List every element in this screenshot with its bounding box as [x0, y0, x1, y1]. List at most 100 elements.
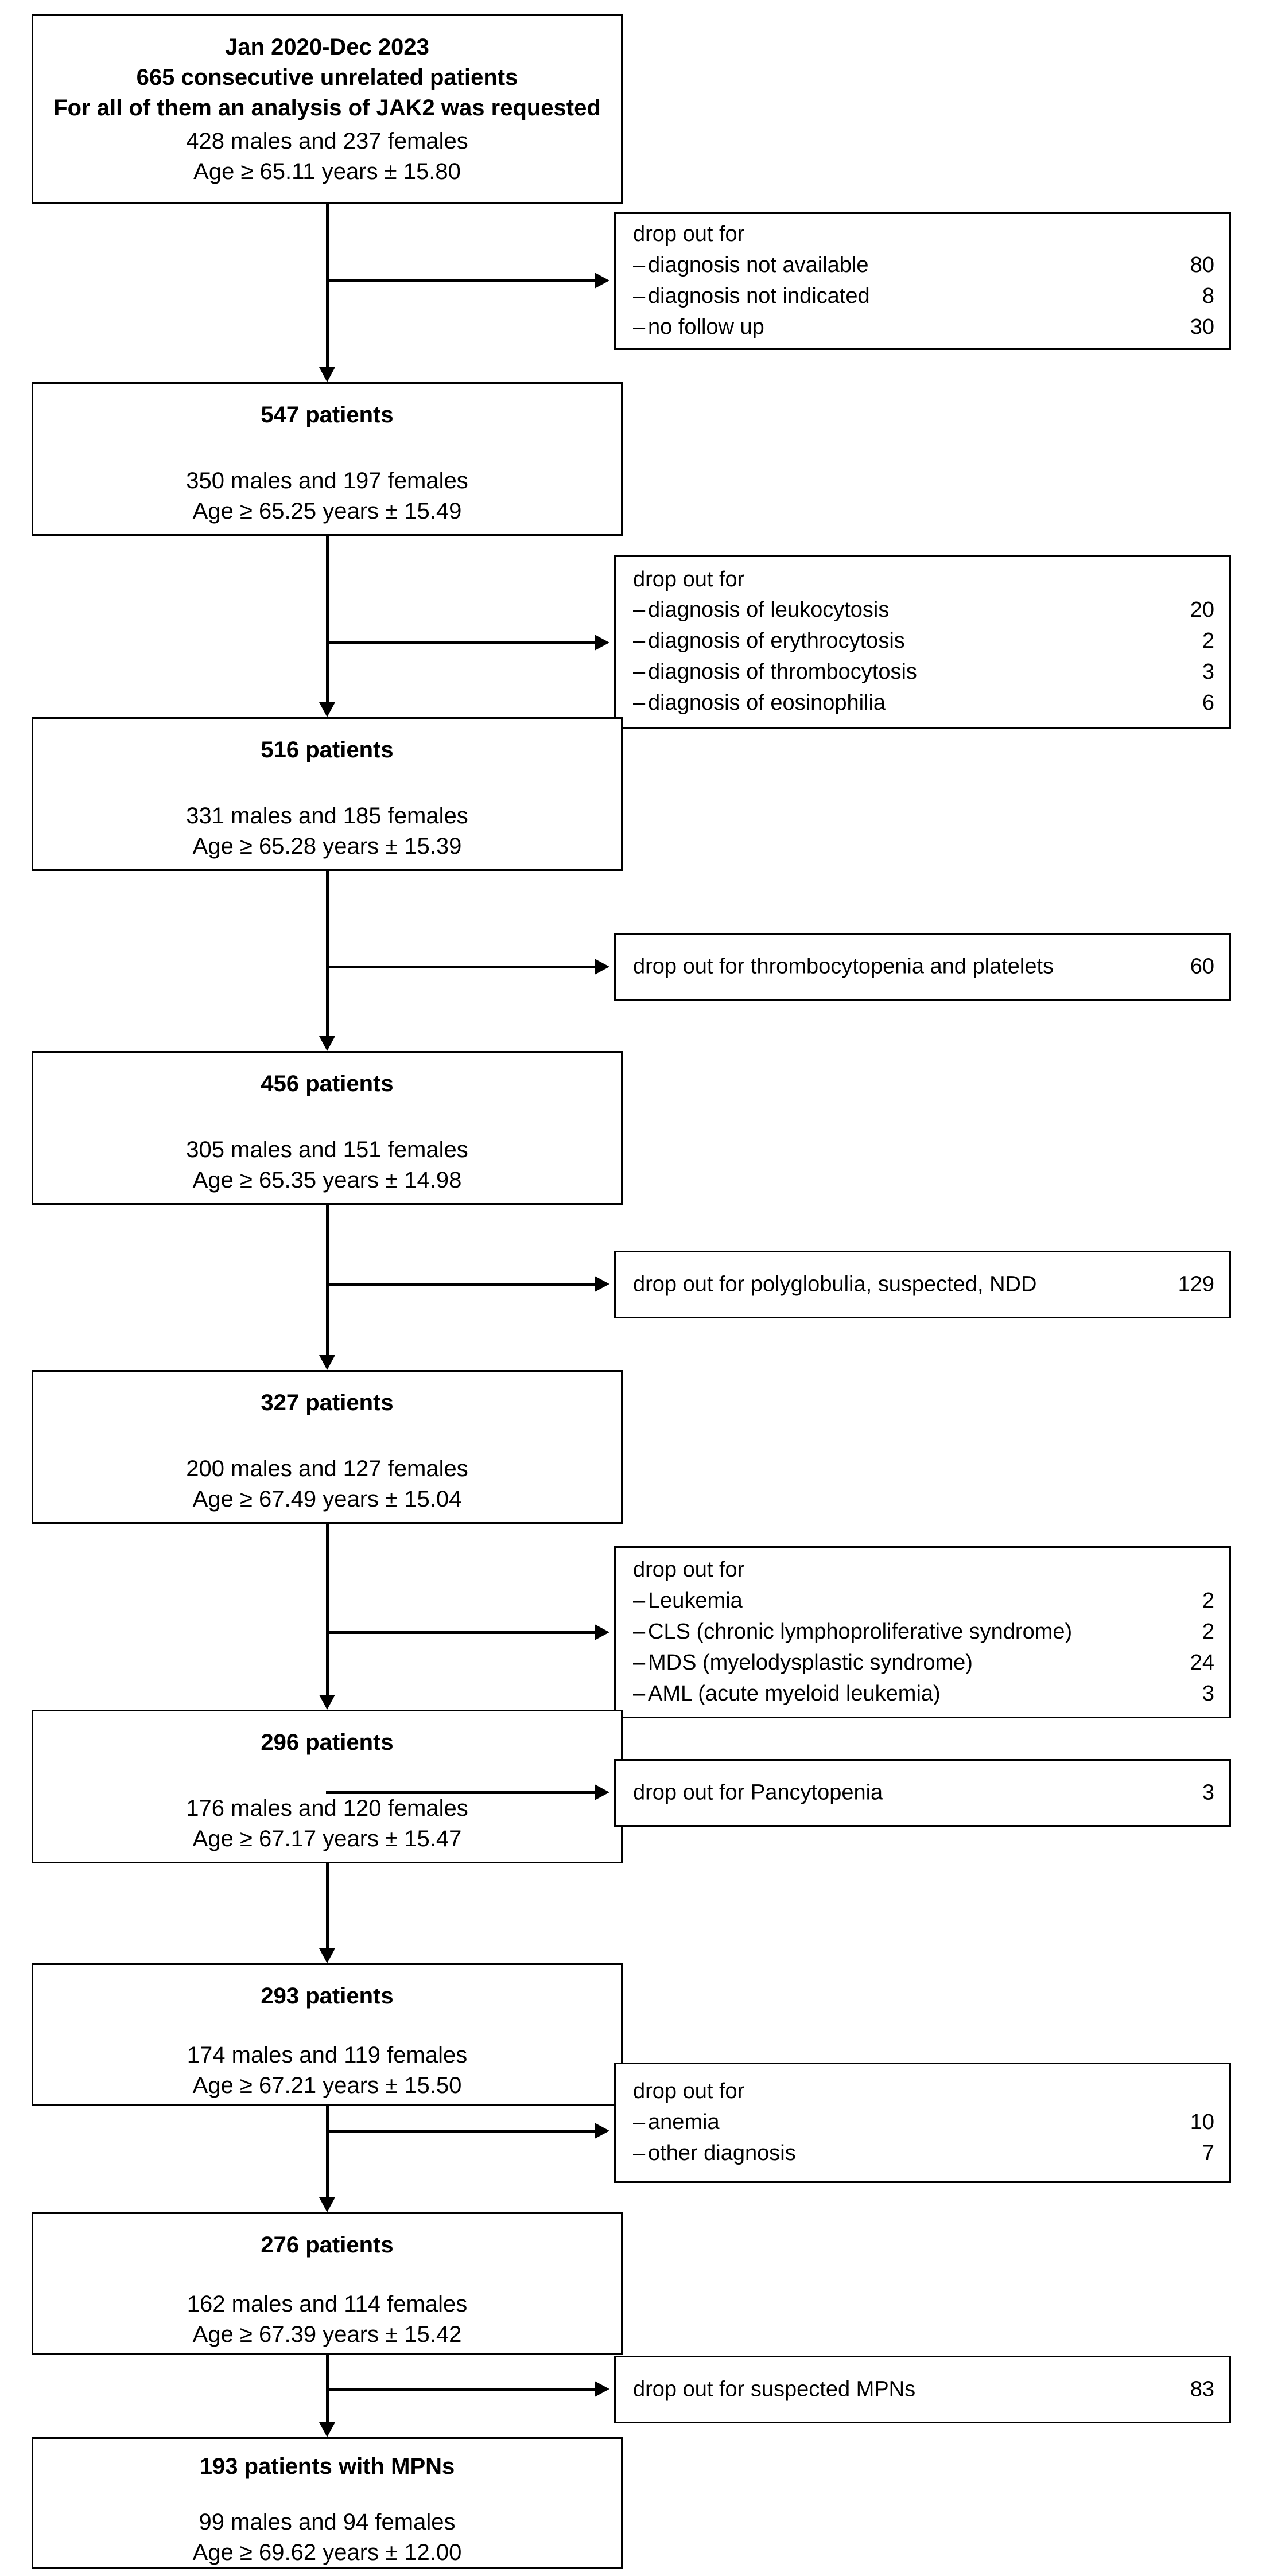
dropout-2-item-2-count: 2 [1202, 629, 1214, 653]
dropout-7-item-1: – anemia 10 [633, 2107, 1214, 2138]
dash-marker: – [633, 691, 646, 715]
dropout-5-item-4-count: 3 [1202, 1681, 1214, 1706]
dropout-2-heading: drop out for [633, 567, 745, 592]
stage-516-sub-line-1: 331 males and 185 females [186, 803, 468, 828]
stage-box-193: 193 patients with MPNs 99 males and 94 f… [32, 2437, 623, 2569]
dropout-5-item-4: – AML (acute myeloid leukemia) 3 [633, 1679, 1214, 1710]
dropout-5-item-1-count: 2 [1202, 1589, 1214, 1613]
stage-665-sub-line-1: 428 males and 237 females [186, 129, 468, 154]
dropout-2-item-2-label: diagnosis of erythrocytosis [648, 629, 905, 653]
dropout-1-heading: drop out for [633, 222, 745, 247]
branch-516-dropout-arrowhead [595, 959, 609, 975]
dropout-7-item-2-count: 7 [1202, 2141, 1214, 2165]
stage-193-sub-line-1: 99 males and 94 females [199, 2509, 456, 2535]
stage-293-sub-line-2: Age ≥ 67.21 years ± 15.50 [192, 2072, 462, 2098]
branch-327-dropout-arrowhead [595, 1624, 609, 1640]
dropout-8-item-1-count: 83 [1190, 2377, 1214, 2402]
branch-547-dropout-line [326, 641, 596, 644]
dropout-7-item-2-label: other diagnosis [648, 2141, 796, 2165]
dropout-6-item-1-label: drop out for Pancytopenia [633, 1780, 883, 1805]
dropout-2-item-1: – diagnosis of leukocytosis 20 [633, 596, 1214, 627]
dropout-7-heading: drop out for [633, 2079, 745, 2104]
connector-547-to-516-arrowhead [319, 702, 335, 717]
dropout-4-item-1: drop out for polyglobulia, suspected, ND… [633, 1273, 1214, 1297]
connector-547-to-516-line [326, 536, 329, 709]
dropout-5-item-4-label: AML (acute myeloid leukemia) [648, 1681, 941, 1706]
stage-box-276: 276 patients 162 males and 114 females A… [32, 2212, 623, 2355]
connector-293-to-276-arrowhead [319, 2197, 335, 2212]
stage-547-sub-line-2: Age ≥ 65.25 years ± 15.49 [192, 498, 462, 524]
dropout-5-heading: drop out for [633, 1558, 745, 1582]
dropout-3-item-1-label: drop out for thrombocytopenia and platel… [633, 954, 1054, 979]
dropout-1-item-2: – diagnosis not indicated 8 [633, 281, 1214, 312]
connector-296-to-293-arrowhead [319, 1948, 335, 1963]
dropout-box-4: drop out for polyglobulia, suspected, ND… [614, 1251, 1231, 1318]
branch-456-dropout-arrowhead [595, 1276, 609, 1292]
dropout-5-item-1-label: Leukemia [648, 1589, 743, 1613]
stage-193-sub-line-2: Age ≥ 69.62 years ± 12.00 [192, 2539, 462, 2565]
dropout-5-item-3: – MDS (myelodysplastic syndrome) 24 [633, 1648, 1214, 1679]
dropout-box-5: drop out for – Leukemia 2 – CLS (chronic… [614, 1546, 1231, 1718]
stage-276-sub-line-1: 162 males and 114 females [187, 2291, 468, 2317]
dropout-2-item-3: – diagnosis of thrombocytosis 3 [633, 657, 1214, 688]
connector-456-to-327-arrowhead [319, 1355, 335, 1370]
connector-516-to-456-line [326, 871, 329, 1043]
stage-456-sub-line-2: Age ≥ 65.35 years ± 14.98 [192, 1167, 462, 1193]
connector-516-to-456-arrowhead [319, 1036, 335, 1051]
connector-276-to-193-line [326, 2355, 329, 2429]
dropout-1-item-2-label: diagnosis not indicated [648, 284, 870, 308]
dropout-2-item-2: – diagnosis of erythrocytosis 2 [633, 627, 1214, 657]
dash-marker: – [633, 660, 646, 684]
dropout-3-item-1: drop out for thrombocytopenia and platel… [633, 955, 1214, 979]
stage-327-title-line-1: 327 patients [261, 1390, 394, 1415]
stage-456-title-line-1: 456 patients [261, 1071, 394, 1096]
dropout-box-6: drop out for Pancytopenia 3 [614, 1759, 1231, 1827]
stage-547-title-line-1: 547 patients [261, 402, 394, 427]
dropout-5-item-2-count: 2 [1202, 1620, 1214, 1644]
connector-293-to-276-line [326, 2106, 329, 2204]
dropout-1-item-1-count: 80 [1190, 253, 1214, 278]
dropout-3-item-1-count: 60 [1190, 954, 1214, 979]
branch-547-dropout-arrowhead [595, 635, 609, 651]
dropout-7-item-2: – other diagnosis 7 [633, 2138, 1214, 2169]
stage-293-title-line-1: 293 patients [261, 1983, 394, 2009]
branch-276-dropout-line [326, 2388, 596, 2391]
dash-marker: – [633, 2110, 646, 2135]
dropout-8-item-1: drop out for suspected MPNs 83 [633, 2377, 1214, 2402]
stage-516-title-line-1: 516 patients [261, 737, 394, 762]
branch-665-dropout-line [326, 279, 596, 282]
stage-293-sub-line-1: 174 males and 119 females [187, 2042, 468, 2068]
stage-665-title-line-2: 665 consecutive unrelated patients [136, 64, 518, 90]
dropout-box-7: drop out for – anemia 10 – other diagnos… [614, 2063, 1231, 2183]
dropout-1-item-3-label: no follow up [648, 314, 764, 339]
stage-665-title-line-1: Jan 2020-Dec 2023 [225, 34, 429, 60]
stage-276-title-line-1: 276 patients [261, 2232, 394, 2258]
branch-276-dropout-arrowhead [595, 2381, 609, 2397]
dropout-5-item-2-label: CLS (chronic lymphoproliferative syndrom… [648, 1620, 1073, 1644]
stage-456-sub-line-1: 305 males and 151 females [186, 1137, 468, 1162]
dropout-2-item-4-label: diagnosis of eosinophilia [648, 691, 886, 715]
stage-547-sub-line-1: 350 males and 197 females [186, 468, 468, 493]
dropout-4-item-1-count: 129 [1178, 1272, 1214, 1297]
dash-marker: – [633, 1681, 646, 1706]
stage-276-sub-line-2: Age ≥ 67.39 years ± 15.42 [192, 2321, 462, 2347]
stage-box-665: Jan 2020-Dec 2023 665 consecutive unrela… [32, 14, 623, 204]
stage-665-title-line-3: For all of them an analysis of JAK2 was … [53, 95, 601, 120]
dropout-6-item-1-count: 3 [1202, 1780, 1214, 1805]
dropout-5-item-3-count: 24 [1190, 1650, 1214, 1675]
dropout-7-item-1-label: anemia [648, 2110, 720, 2135]
branch-293-dropout-arrowhead [595, 2123, 609, 2139]
dropout-2-item-1-label: diagnosis of leukocytosis [648, 598, 890, 622]
connector-276-to-193-arrowhead [319, 2422, 335, 2437]
connector-327-to-296-line [326, 1524, 329, 1702]
dash-marker: – [633, 1589, 646, 1613]
dropout-1-item-3: – no follow up 30 [633, 312, 1214, 343]
stage-296-sub-line-1: 176 males and 120 females [186, 1795, 468, 1821]
branch-516-dropout-line [326, 966, 596, 968]
dropout-6-item-1: drop out for Pancytopenia 3 [633, 1781, 1214, 1805]
stage-665-sub-line-2: Age ≥ 65.11 years ± 15.80 [193, 159, 461, 185]
stage-box-293: 293 patients 174 males and 119 females A… [32, 1963, 623, 2106]
stage-327-sub-line-2: Age ≥ 67.49 years ± 15.04 [192, 1486, 462, 1512]
dropout-1-item-2-count: 8 [1202, 284, 1214, 308]
